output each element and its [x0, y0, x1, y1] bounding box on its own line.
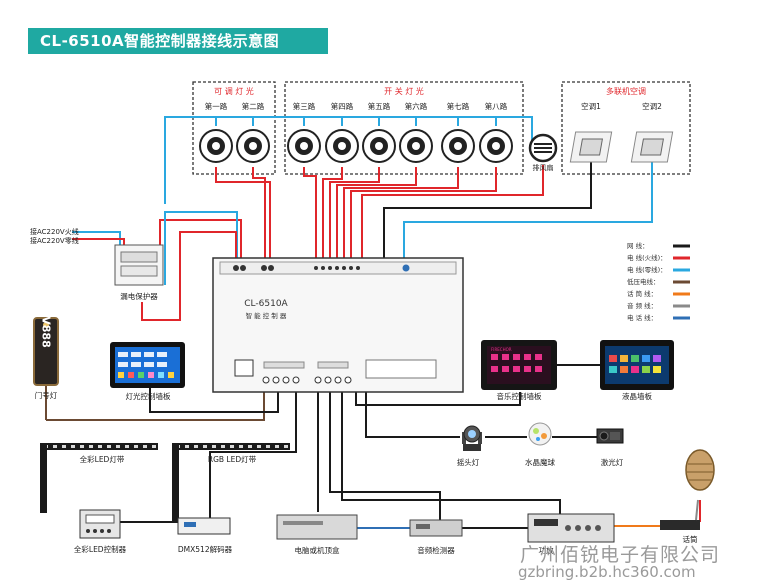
channel-label: 第二路 [242, 101, 265, 111]
door-number-light: V888 [33, 316, 59, 386]
amplifier-label: 功放 [539, 545, 554, 555]
wire-legend: 网 线： 电 线(火线)： 电 线(零线)： 低压电线： 话 筒 线： 音 频 … [627, 241, 690, 322]
rgb-strip-label: RGB LED灯带 [208, 454, 257, 464]
breaker-device [114, 244, 164, 286]
watermark-site: gzbring.b2b.hc360.com [518, 563, 696, 581]
lcd-panel-label: 液晶墙板 [622, 391, 652, 401]
legend-label: 电 线(火线)： [627, 253, 667, 262]
controller-box [212, 257, 464, 393]
laser-light [596, 428, 624, 444]
dimmable-group-label: 可 调 灯 光 [214, 86, 254, 96]
dmx-decoder-device [177, 517, 231, 535]
microphone-device [660, 449, 715, 530]
laser-label: 激光灯 [601, 457, 624, 467]
neutral-wire-label: 接AC220V零线 [30, 236, 79, 245]
moving-head-light [462, 425, 482, 451]
channel-label: 第一路 [205, 101, 228, 111]
dmx-label: DMX512解码器 [178, 544, 233, 554]
led-strip-label: 全彩LED灯带 [80, 454, 125, 464]
microphone-label: 话筒 [683, 534, 698, 544]
channel-label: 第六路 [405, 101, 428, 111]
music-panel-label: 音乐控制墙板 [497, 391, 542, 401]
brand-text: FIRECHOR [491, 347, 512, 352]
channel-label: 第五路 [368, 101, 391, 111]
ac-unit-label: 空调1 [581, 101, 601, 111]
legend-label: 音 频 线： [627, 301, 657, 310]
legend-label: 电 话 线： [627, 313, 657, 322]
crystal-ball-light [528, 422, 552, 446]
music-control-panel: FIRECHOR [481, 340, 557, 390]
led-controller-device [79, 509, 121, 539]
live-wire-label: 接AC220V火线 [30, 227, 79, 236]
led-controller-label: 全彩LED控制器 [74, 544, 127, 554]
amplifier-device [527, 513, 615, 543]
ac-unit-label: 空调2 [642, 101, 662, 111]
moving-head-label: 摇头灯 [457, 457, 480, 467]
watermark-company: 广州佰锐电子有限公司 [520, 544, 721, 566]
computer-label: 电脑或机顶盒 [295, 545, 340, 555]
legend-label: 电 线(零线)： [627, 265, 667, 274]
lcd-wall-panel [600, 340, 674, 390]
legend-label: 话 筒 线： [627, 289, 657, 298]
full-color-led-strip [40, 443, 158, 513]
channel-label: 第三路 [293, 101, 316, 111]
rgb-led-strip [172, 443, 290, 521]
audio-detector-device [409, 519, 463, 537]
legend-label: 低压电线： [627, 277, 660, 286]
lamp-group [199, 129, 513, 163]
channel-label: 第四路 [331, 101, 354, 111]
controller-name: 智 能 控 制 器 [246, 311, 287, 320]
door-number-text: V888 [40, 316, 53, 347]
computer-stb-device [276, 514, 358, 540]
breaker-label: 漏电保护器 [120, 291, 158, 301]
switch-group-label: 开 关 灯 光 [384, 86, 424, 96]
channel-label: 第八路 [485, 101, 508, 111]
door-light-label: 门号灯 [35, 390, 58, 400]
light-control-panel [110, 342, 185, 388]
crystal-ball-label: 水晶魔球 [525, 457, 555, 467]
ac-group-label: 多联机空调 [606, 86, 646, 96]
controller-model: CL-6510A [244, 299, 288, 309]
fan-label: 排风扇 [533, 163, 554, 172]
light-panel-label: 灯光控制墙板 [126, 391, 171, 401]
dimmable-group-box [192, 81, 276, 175]
audio-detector-label: 音频检测器 [417, 545, 455, 555]
legend-label: 网 线： [627, 241, 649, 250]
page-title: CL-6510A智能控制器接线示意图 [28, 28, 328, 54]
channel-label: 第七路 [447, 101, 470, 111]
